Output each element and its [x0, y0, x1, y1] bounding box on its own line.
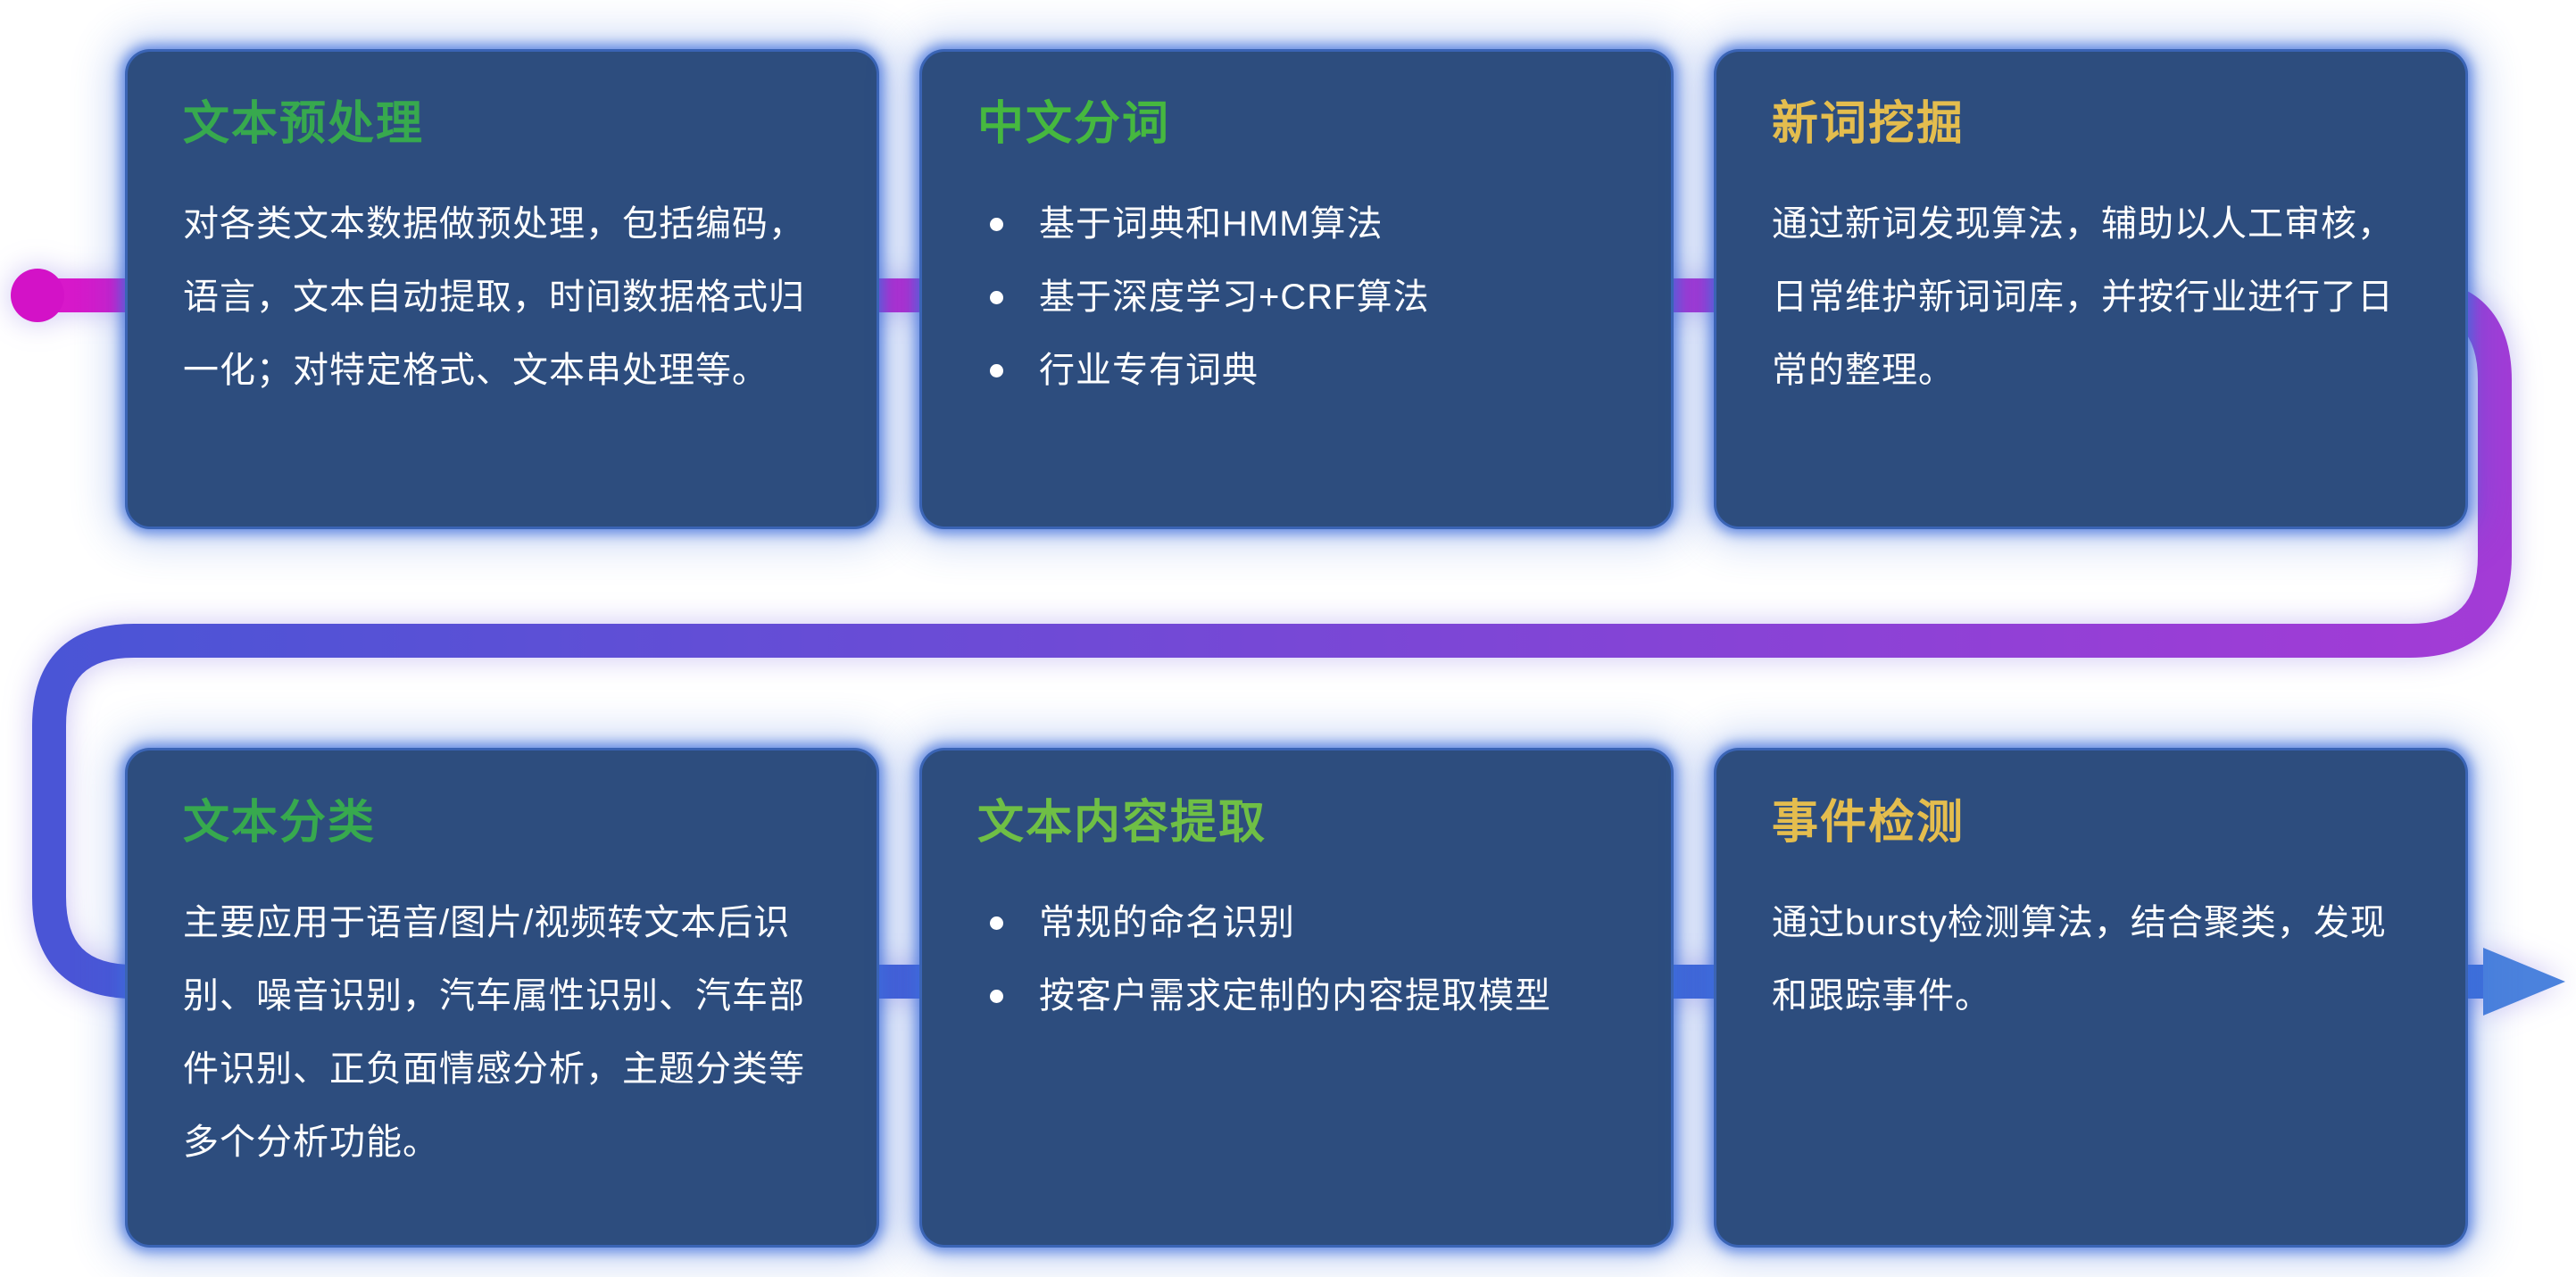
card-title: 事件检测 — [1772, 797, 1965, 849]
list-item: 基于深度学习+CRF算法 — [977, 261, 1617, 334]
card-word-segmentation: 中文分词 基于词典和HMM算法 基于深度学习+CRF算法 行业专有词典 — [919, 49, 1674, 529]
list-item-text: 行业专有词典 — [1039, 350, 1259, 390]
bullet-icon — [990, 290, 1003, 304]
list-item-text: 常规的命名识别 — [1039, 902, 1295, 942]
list-item-text: 基于深度学习+CRF算法 — [1039, 277, 1430, 317]
card-body-text: 主要应用于语音/图片/视频转文本后识别、噪音识别，汽车属性识别、汽车部件识别、正… — [183, 902, 805, 1162]
card-content-extraction: 文本内容提取 常规的命名识别 按客户需求定制的内容提取模型 — [919, 748, 1674, 1248]
bullet-icon — [990, 217, 1003, 231]
flow-start-dot-icon — [11, 269, 64, 322]
list-item: 常规的命名识别 — [977, 886, 1617, 959]
flow-segment-return — [32, 463, 2512, 809]
list-item-text: 按客户需求定制的内容提取模型 — [1039, 975, 1551, 1016]
card-title: 文本预处理 — [183, 98, 425, 150]
card-body-text: 对各类文本数据做预处理，包括编码，语言，文本自动提取，时间数据格式归一化；对特定… — [183, 203, 805, 390]
card-body-text: 通过新词发现算法，辅助以人工审核，日常维护新词词库，并按行业进行了日常的整理。 — [1772, 203, 2394, 390]
bullet-icon — [990, 363, 1003, 377]
card-body-text: 通过bursty检测算法，结合聚类，发现和跟踪事件。 — [1772, 902, 2387, 1016]
list-item-text: 基于词典和HMM算法 — [1039, 203, 1384, 244]
card-new-word-mining: 新词挖掘 通过新词发现算法，辅助以人工审核，日常维护新词词库，并按行业进行了日常… — [1714, 49, 2468, 529]
list-item: 行业专有词典 — [977, 334, 1617, 407]
card-bullet-list: 常规的命名识别 按客户需求定制的内容提取模型 — [977, 886, 1617, 1032]
card-title: 新词挖掘 — [1772, 98, 1965, 150]
flow-segment-bottom — [32, 808, 2489, 999]
list-item: 基于词典和HMM算法 — [977, 187, 1617, 261]
card-title: 文本分类 — [183, 797, 377, 849]
bullet-icon — [990, 989, 1003, 1003]
bullet-icon — [990, 916, 1003, 930]
card-title: 中文分词 — [977, 98, 1171, 150]
card-text-classification: 文本分类 主要应用于语音/图片/视频转文本后识别、噪音识别，汽车属性识别、汽车部… — [125, 748, 879, 1248]
list-item: 按客户需求定制的内容提取模型 — [977, 959, 1617, 1032]
card-bullet-list: 基于词典和HMM算法 基于深度学习+CRF算法 行业专有词典 — [977, 187, 1617, 407]
card-event-detection: 事件检测 通过bursty检测算法，结合聚类，发现和跟踪事件。 — [1714, 748, 2468, 1248]
card-title: 文本内容提取 — [977, 797, 1267, 849]
flow-arrow-icon — [2483, 948, 2565, 1016]
card-text-preprocessing: 文本预处理 对各类文本数据做预处理，包括编码，语言，文本自动提取，时间数据格式归… — [125, 49, 879, 529]
